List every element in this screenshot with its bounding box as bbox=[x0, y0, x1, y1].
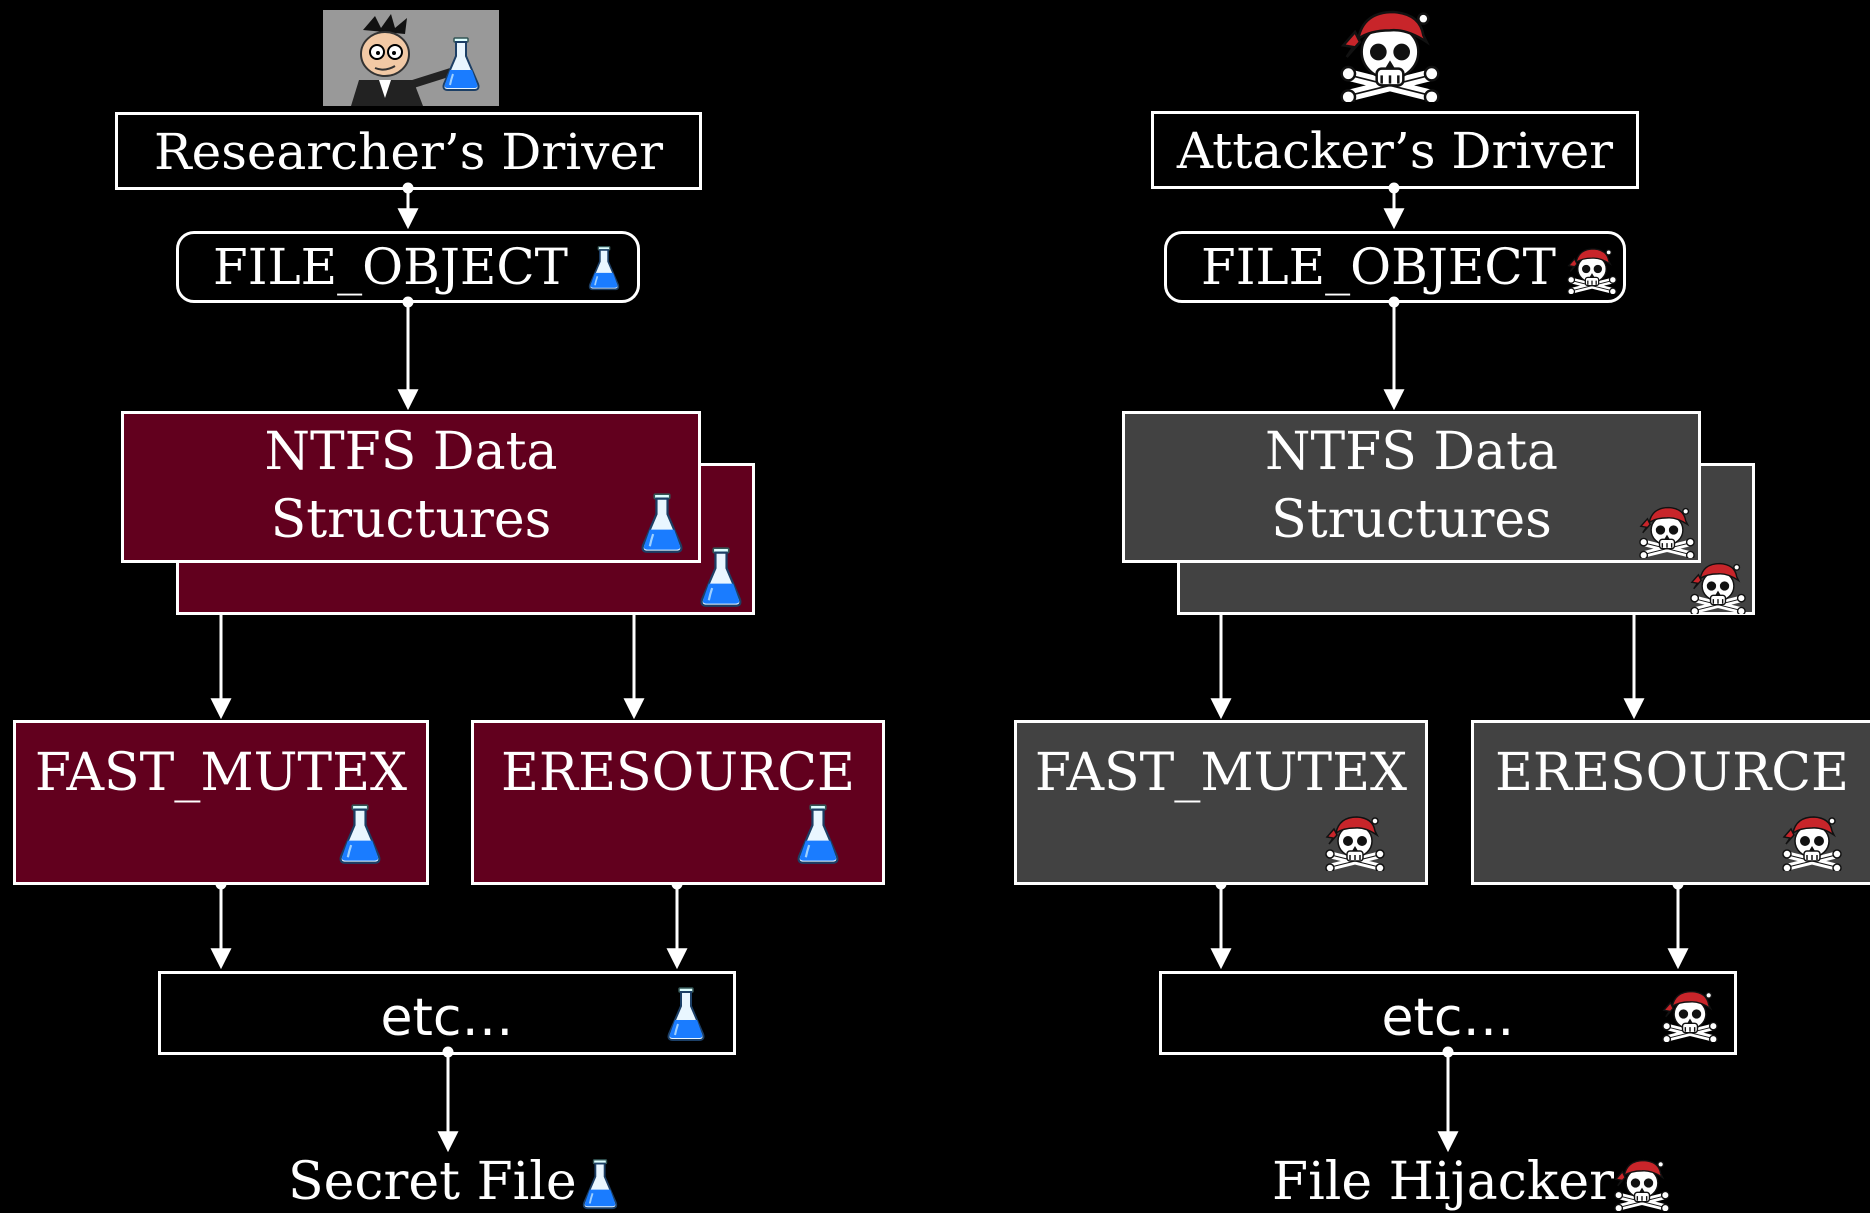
flask-icon bbox=[664, 986, 708, 1042]
ntfs-data-structures-left: NTFS Data Structures bbox=[121, 411, 701, 563]
pirate-skull-icon bbox=[1567, 244, 1617, 294]
pirate-skull-icon bbox=[1690, 558, 1746, 614]
flask-icon bbox=[638, 492, 686, 554]
flask-icon bbox=[587, 245, 621, 291]
pirate-skull-icon bbox=[1614, 1155, 1670, 1211]
flask-icon bbox=[697, 546, 745, 608]
etc-label: etc… bbox=[1381, 988, 1515, 1048]
etc-box-left: etc… bbox=[158, 971, 736, 1055]
fast-mutex-label: FAST_MUTEX bbox=[34, 743, 408, 803]
file-object-box-right: FILE_OBJECT bbox=[1164, 231, 1626, 303]
secret-file-label: Secret File bbox=[288, 1152, 577, 1212]
attacker-driver-label: Attacker’s Driver bbox=[1176, 122, 1614, 180]
etc-box-right: etc… bbox=[1159, 971, 1737, 1055]
flask-icon bbox=[794, 803, 842, 865]
researcher-driver-box: Researcher’s Driver bbox=[115, 112, 702, 190]
fast-mutex-box-left: FAST_MUTEX bbox=[13, 720, 429, 885]
eresource-label: ERESOURCE bbox=[500, 743, 856, 803]
ntfs-line2: Structures bbox=[270, 490, 552, 550]
researcher-avatar bbox=[323, 10, 499, 106]
etc-label: etc… bbox=[380, 988, 514, 1048]
file-object-label: FILE_OBJECT bbox=[1201, 238, 1557, 296]
attacker-driver-box: Attacker’s Driver bbox=[1151, 111, 1639, 189]
pirate-skull-avatar bbox=[1340, 2, 1440, 102]
file-hijacker-label: File Hijacker bbox=[1272, 1152, 1615, 1212]
pirate-skull-icon bbox=[1639, 502, 1695, 558]
fast-mutex-label: FAST_MUTEX bbox=[1034, 743, 1408, 803]
pirate-skull-icon bbox=[1662, 986, 1718, 1042]
file-object-label: FILE_OBJECT bbox=[213, 238, 569, 296]
flask-icon bbox=[336, 803, 384, 865]
eresource-box-right: ERESOURCE bbox=[1471, 720, 1870, 885]
fast-mutex-box-right: FAST_MUTEX bbox=[1014, 720, 1428, 885]
eresource-box-left: ERESOURCE bbox=[471, 720, 885, 885]
ntfs-data-structures-right: NTFS Data Structures bbox=[1122, 411, 1701, 563]
file-object-box-left: FILE_OBJECT bbox=[176, 231, 640, 303]
ntfs-line1: NTFS Data bbox=[264, 422, 558, 482]
ntfs-line1: NTFS Data bbox=[1264, 422, 1558, 482]
researcher-driver-label: Researcher’s Driver bbox=[153, 123, 664, 181]
pirate-skull-icon bbox=[1325, 811, 1385, 871]
ntfs-line2: Structures bbox=[1271, 490, 1552, 550]
flask-icon bbox=[580, 1158, 620, 1210]
eresource-label: ERESOURCE bbox=[1494, 743, 1850, 803]
pirate-skull-icon bbox=[1782, 811, 1842, 871]
